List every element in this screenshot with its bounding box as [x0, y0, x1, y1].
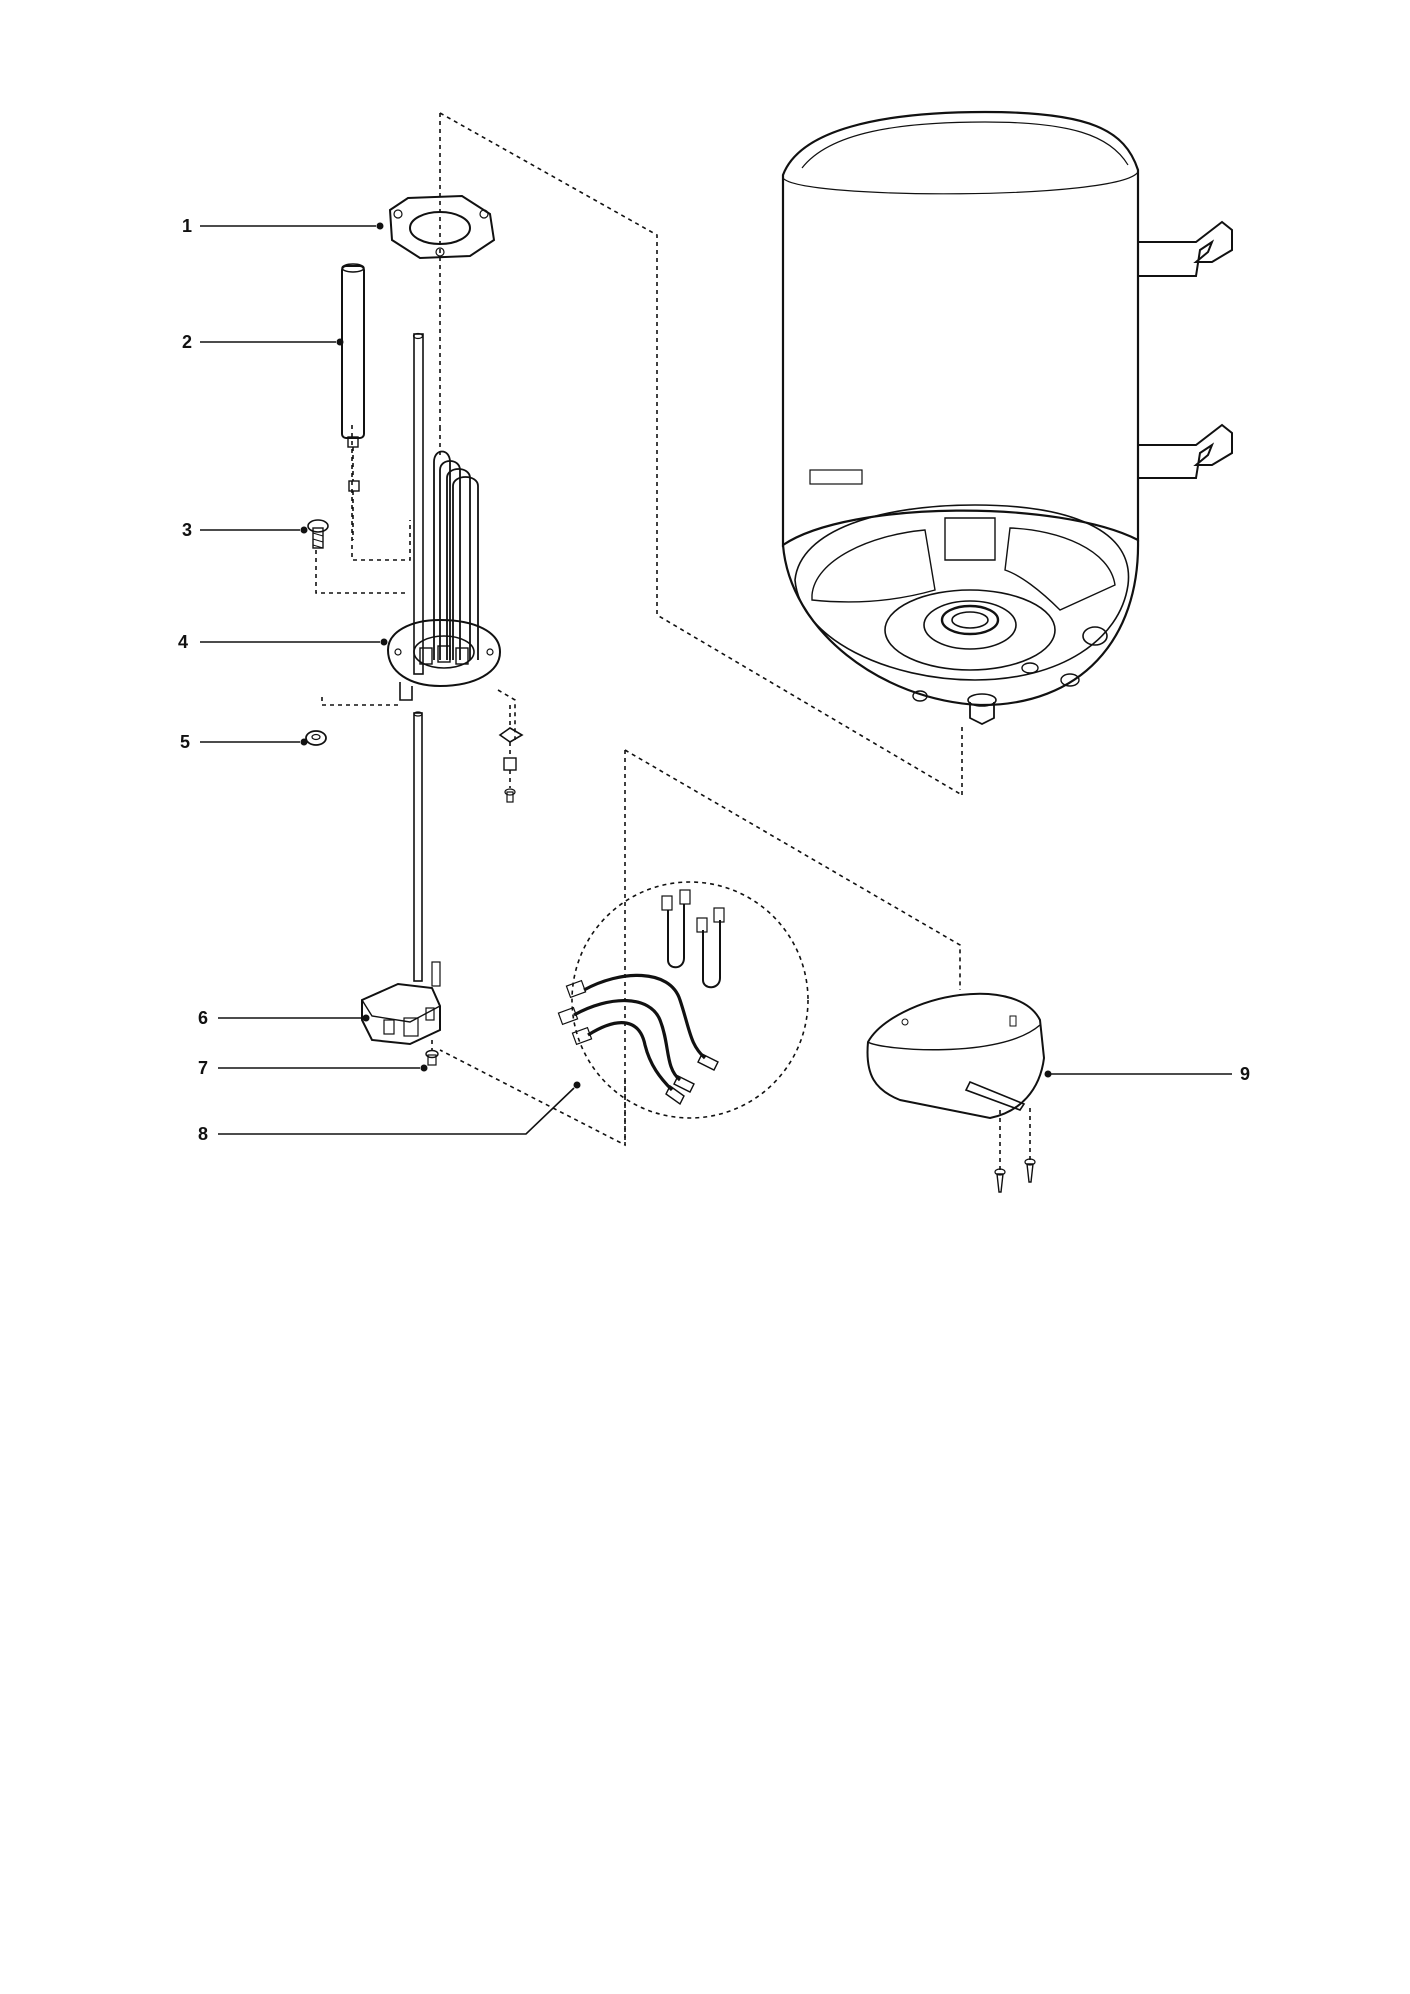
anode-rod — [341, 263, 365, 540]
cover-screw-right — [1024, 1158, 1036, 1183]
water-heater-tank — [781, 110, 1233, 726]
callout-3: 3 — [182, 520, 308, 540]
screw — [307, 519, 329, 549]
flange-gasket — [388, 194, 496, 260]
thermostat — [361, 711, 441, 1046]
wall-bracket-upper — [1138, 220, 1233, 277]
heating-element — [412, 332, 479, 675]
callout-4: 4 — [178, 632, 388, 652]
nut — [305, 730, 327, 746]
assembly-guide-lines — [315, 112, 1031, 1170]
callout-8: 8 — [198, 1081, 581, 1144]
callout-1-label: 1 — [182, 216, 192, 236]
callout-6: 6 — [198, 1008, 370, 1028]
thermostat-screw — [425, 1040, 439, 1066]
callout-2: 2 — [182, 332, 344, 352]
wall-bracket-lower — [1138, 423, 1233, 479]
bottom-cover — [866, 992, 1046, 1193]
callout-3-label: 3 — [182, 520, 192, 540]
callout-2-label: 2 — [182, 332, 192, 352]
callout-4-label: 4 — [178, 632, 188, 652]
callout-6-label: 6 — [198, 1008, 208, 1028]
callout-9: 9 — [1044, 1064, 1250, 1084]
callout-9-label: 9 — [1240, 1064, 1250, 1084]
callout-5-label: 5 — [180, 732, 190, 752]
cover-screw-left — [994, 1168, 1006, 1193]
callout-8-label: 8 — [198, 1124, 208, 1144]
wiring-harness — [557, 881, 809, 1119]
heating-element-flange — [386, 618, 502, 701]
callout-7: 7 — [198, 1058, 428, 1078]
earth-fixing-stack — [498, 705, 524, 803]
callout-5: 5 — [180, 732, 308, 752]
callout-1: 1 — [182, 216, 384, 236]
callout-7-label: 7 — [198, 1058, 208, 1078]
